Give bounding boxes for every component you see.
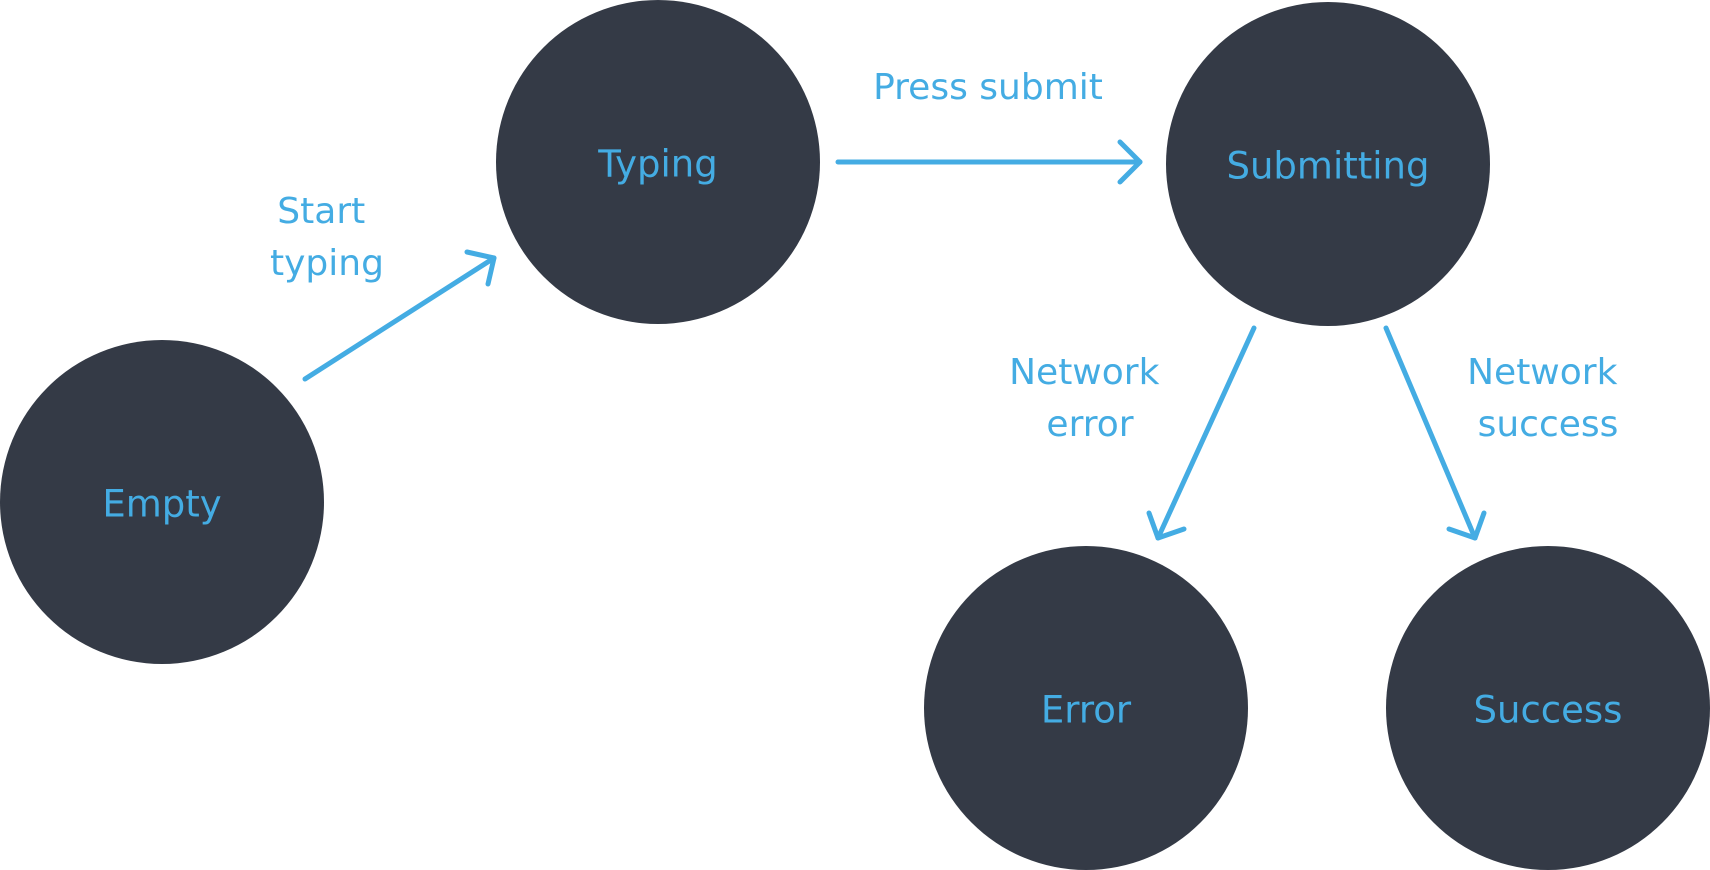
edge-press-submit-label: Press submit xyxy=(873,67,1103,108)
edge-network-success-arrowhead xyxy=(1446,510,1487,541)
node-success: Success xyxy=(1386,546,1710,870)
node-submitting: Submitting xyxy=(1166,2,1490,326)
edge-network-error-arrowhead xyxy=(1146,510,1187,541)
edge-start-typing-label-line1: Start xyxy=(277,191,365,232)
node-submitting-label: Submitting xyxy=(1227,145,1430,188)
edge-network-success-label-line2: success xyxy=(1478,404,1619,445)
edge-press-submit-label-line1: Press submit xyxy=(873,67,1103,108)
node-empty-label: Empty xyxy=(102,483,221,526)
node-submitting-circle xyxy=(1166,2,1490,326)
edge-press-submit: Press submit xyxy=(835,67,1143,185)
edge-network-error-label: Network error xyxy=(1009,352,1171,445)
edge-network-success-line xyxy=(1383,325,1478,541)
edge-network-success-label-line1: Network xyxy=(1467,352,1617,393)
edge-network-error: Network error xyxy=(1009,325,1257,541)
edge-network-error-label-line2: error xyxy=(1046,404,1133,445)
node-empty-circle xyxy=(0,340,324,664)
edge-start-typing: Start typing xyxy=(270,191,497,382)
edge-network-success-label: Network success xyxy=(1467,352,1629,445)
node-error-circle xyxy=(924,546,1248,870)
node-empty: Empty xyxy=(0,340,324,664)
edge-network-error-label-line1: Network xyxy=(1009,352,1159,393)
edge-network-error-line xyxy=(1155,325,1257,541)
node-error-label: Error xyxy=(1041,689,1132,732)
node-typing-circle xyxy=(496,0,820,324)
edge-start-typing-line xyxy=(302,255,497,382)
edge-network-success: Network success xyxy=(1383,325,1629,541)
node-typing-label: Typing xyxy=(597,143,717,186)
node-success-label: Success xyxy=(1474,689,1623,732)
node-typing: Typing xyxy=(496,0,820,324)
edge-press-submit-arrowhead xyxy=(1117,139,1143,185)
edge-start-typing-label-line2: typing xyxy=(270,243,384,284)
node-success-circle xyxy=(1386,546,1710,870)
edge-start-typing-arrowhead xyxy=(464,249,497,287)
node-error: Error xyxy=(924,546,1248,870)
edge-start-typing-label: Start typing xyxy=(270,191,384,284)
